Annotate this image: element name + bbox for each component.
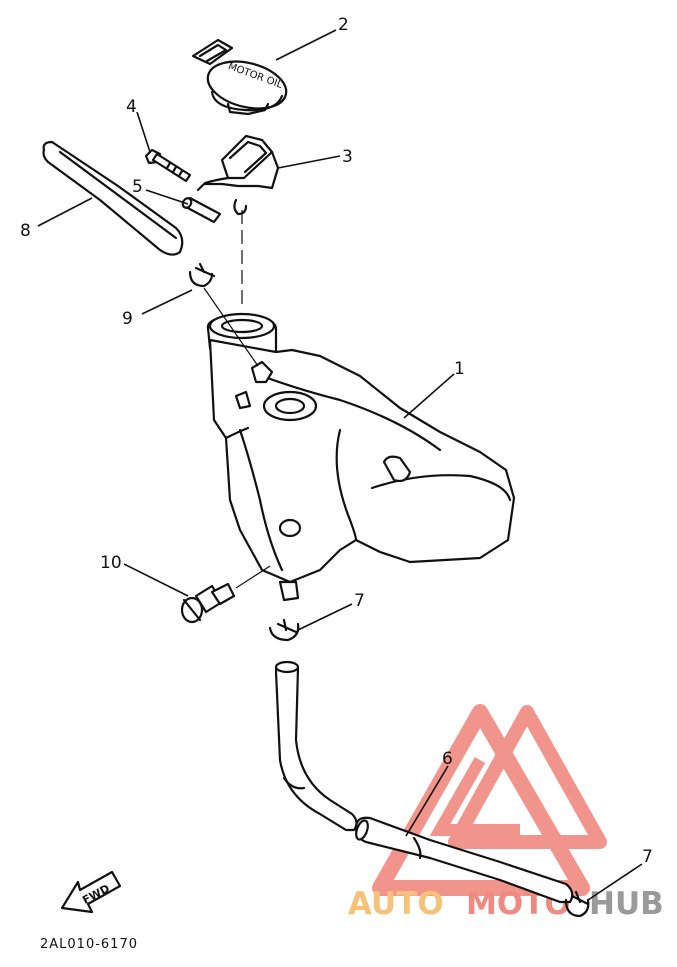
hose-6-upper	[274, 660, 358, 832]
callout-7-upper: 7	[354, 591, 365, 611]
callout-9: 9	[122, 309, 133, 329]
bolt	[144, 148, 192, 183]
hose-6-lower	[354, 816, 574, 904]
watermark-word-auto: AUTO	[348, 886, 444, 922]
assembly-guide-lines	[203, 210, 271, 589]
watermark-text: AUTO MOTO HUB	[348, 886, 664, 922]
callout-5: 5	[132, 177, 143, 197]
hose-clip-9	[188, 262, 216, 288]
callout-7-lower: 7	[642, 847, 653, 867]
callout-1: 1	[454, 359, 465, 379]
oil-tank	[206, 312, 516, 602]
hose-8	[42, 140, 184, 256]
watermark-logo-icon	[372, 704, 607, 896]
hose-clip-7-lower	[564, 890, 590, 918]
watermark-word-hub: HUB	[589, 886, 664, 922]
drain-bolt	[180, 582, 236, 624]
callout-6: 6	[442, 749, 453, 769]
callout-4: 4	[126, 97, 137, 117]
leader-lines	[37, 29, 643, 901]
callout-3: 3	[342, 147, 353, 167]
callout-10: 10	[100, 553, 122, 573]
hose-clip-7-upper	[268, 618, 300, 642]
callout-numbers: 2 4 3 5 8 9 1 10 7 6 7	[20, 15, 653, 867]
collar	[181, 196, 222, 224]
filler-cap: MOTOR OIL	[191, 38, 288, 116]
callout-2: 2	[338, 15, 349, 35]
fwd-arrow-icon: FWD	[60, 870, 122, 914]
drawing-code: 2AL010-6170	[40, 937, 138, 952]
clamp-band	[196, 134, 280, 216]
callout-8: 8	[20, 221, 31, 241]
